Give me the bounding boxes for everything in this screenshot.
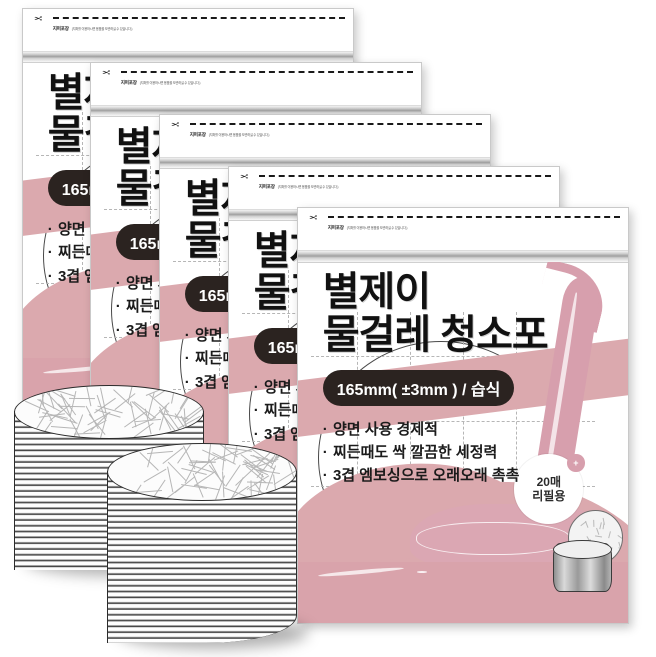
cleaning-pad-stack [107, 443, 309, 649]
bullet-mark: · [115, 321, 121, 339]
floor-highlight-dot [416, 570, 428, 573]
dashed-cut-line [258, 175, 551, 178]
bullet-mark: · [184, 373, 190, 391]
zipper-strip [298, 250, 628, 264]
feature-item: · 양면 사용 경제적 [323, 418, 608, 441]
bullet-mark: · [322, 444, 328, 462]
zipper-note: 지퍼포장(지퍼를 이용하시면 용품을 보관하실 수 있습니다.) [53, 26, 133, 32]
badge-usage: 리필용 [532, 488, 566, 503]
bullet-mark: · [47, 267, 53, 285]
bullet-mark: · [115, 275, 121, 293]
stack-top-pad [107, 443, 297, 501]
scissors-icon: ✂ [170, 119, 179, 131]
scissors-icon: ✂ [308, 212, 317, 224]
zipper-label: 지퍼포장 [189, 132, 206, 138]
feature-item: · 3겹 엠보싱으로 오래오래 촉촉 [323, 464, 608, 487]
dashed-cut-line [52, 17, 345, 20]
badge-plus-icon: + [566, 453, 585, 472]
cut-line-row: ✂ 지퍼포장(지퍼를 이용하시면 용품을 보관하실 수 있습니다.) [91, 63, 421, 104]
zipper-label: 지퍼포장 [52, 26, 69, 32]
zipper-fine-print: (지퍼를 이용하시면 용품을 보관하실 수 있습니다.) [346, 226, 408, 231]
cut-line-row: ✂ 지퍼포장(지퍼를 이용하시면 용품을 보관하실 수 있습니다.) [229, 167, 559, 208]
product-name: 물걸레 청소포 [322, 313, 549, 358]
bullet-mark: · [47, 221, 53, 239]
badge-count: 20매 [536, 474, 561, 489]
bullet-mark: · [184, 327, 190, 345]
spec-pill: 165mm( ±3mm ) / 습식 [322, 369, 515, 406]
bullet-mark: · [253, 425, 259, 443]
embossing-texture [108, 444, 296, 500]
bullet-mark: · [47, 244, 53, 262]
spec-pill-wrapper: 165mm( ±3mm ) / 습식 [322, 369, 608, 406]
cut-line-row: ✂ 지퍼포장(지퍼를 이용하시면 용품을 보관하실 수 있습니다.) [298, 208, 628, 250]
scissors-icon: ✂ [33, 13, 42, 25]
cut-line-row: ✂ 지퍼포장(지퍼를 이용하시면 용품을 보관하실 수 있습니다.) [23, 9, 353, 50]
zipper-fine-print: (지퍼를 이용하시면 용품을 보관하실 수 있습니다.) [277, 185, 339, 190]
feature-text: 3겹 엠보싱으로 오래오래 촉촉 [333, 467, 520, 485]
zipper-label: 지퍼포장 [120, 80, 137, 86]
scissors-icon: ✂ [101, 67, 110, 79]
zipper-note: 지퍼포장(지퍼를 이용하시면 용품을 보관하실 수 있습니다.) [328, 225, 408, 231]
bullet-mark: · [115, 298, 121, 316]
bullet-mark: · [253, 402, 259, 420]
zipper-label: 지퍼포장 [258, 184, 275, 190]
bullet-mark: · [184, 350, 190, 368]
bullet-mark: · [322, 420, 328, 438]
zipper-label: 지퍼포장 [327, 225, 344, 231]
cut-line-row: ✂ 지퍼포장(지퍼를 이용하시면 용품을 보관하실 수 있습니다.) [160, 115, 490, 156]
brand-name: 별제이 [322, 270, 431, 315]
feature-list: · 양면 사용 경제적 · 찌든때도 싹 깔끔한 세정력 · 3겹 엠보싱으로 오래오래 … [323, 418, 608, 488]
zipper-fine-print: (지퍼를 이용하시면 용품을 보관하실 수 있습니다.) [139, 81, 201, 86]
bullet-mark: · [322, 467, 328, 485]
bullet-mark: · [253, 379, 259, 397]
zipper-note: 지퍼포장(지퍼를 이용하시면 용품을 보관하실 수 있습니다.) [190, 132, 270, 138]
feature-item: · 찌든때도 싹 깔끔한 세정력 [323, 441, 608, 464]
scissors-icon: ✂ [239, 171, 248, 183]
embossing-texture [15, 385, 203, 438]
dashed-cut-line [189, 123, 482, 126]
stack-top-pad [14, 385, 204, 439]
cleaning-pad-stack-small [553, 540, 612, 593]
zipper-fine-print: (지퍼를 이용하시면 용품을 보관하실 수 있습니다.) [71, 27, 133, 32]
zipper-note: 지퍼포장(지퍼를 이용하시면 용품을 보관하실 수 있습니다.) [121, 80, 201, 86]
feature-text: 찌든때도 싹 깔끔한 세정력 [333, 444, 498, 462]
zipper-fine-print: (지퍼를 이용하시면 용품을 보관하실 수 있습니다.) [208, 133, 270, 138]
dashed-cut-line [120, 71, 413, 74]
zipper-note: 지퍼포장(지퍼를 이용하시면 용품을 보관하실 수 있습니다.) [259, 184, 339, 190]
dashed-cut-line [327, 216, 620, 219]
feature-text: 양면 사용 경제적 [333, 420, 438, 438]
